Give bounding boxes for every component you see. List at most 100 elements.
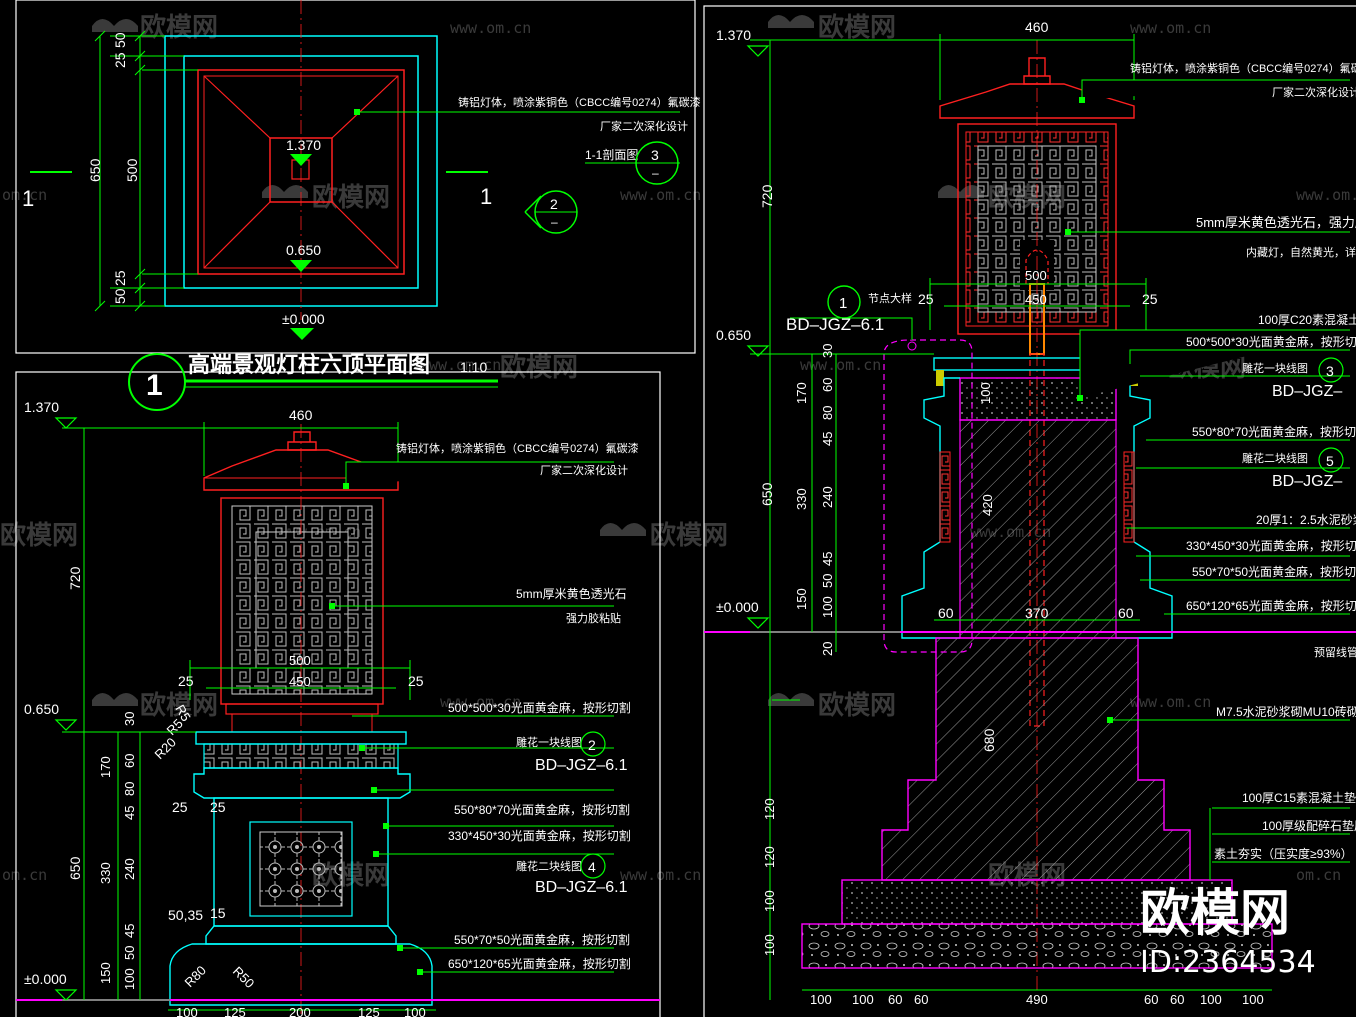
- sect-vdim-240: 240: [820, 486, 835, 508]
- plan-dim-500: 500: [124, 158, 140, 182]
- elevation-marker-icon: [290, 154, 312, 166]
- watermark-url: www.om.cn: [620, 866, 701, 884]
- sect-note-8: 雕花二块线图: [1242, 451, 1308, 465]
- sect-vdim-30: 30: [820, 344, 835, 358]
- sect-dim-450-label: 450: [1025, 292, 1047, 307]
- watermark-url-short: om.cn: [1296, 866, 1341, 884]
- sect-dim-460-label: 460: [1025, 19, 1049, 35]
- sect-bottom-dim-6: 60: [1144, 992, 1158, 1007]
- sect-dim-60b-label: 60: [1118, 605, 1134, 621]
- sect-vdim-lines: [750, 39, 940, 1000]
- leader-dot: [373, 851, 379, 857]
- sect-vdim-420: 420: [980, 494, 995, 516]
- elev-vdim-60: 60: [122, 754, 137, 768]
- sect-bottom-dim-4: 60: [914, 992, 928, 1007]
- elev-dim-25a-label: 25: [178, 673, 194, 689]
- sect-node-ref-code: BD–JGZ–6.1: [786, 315, 884, 334]
- plan-note-factory: 厂家二次深化设计: [600, 119, 688, 133]
- leader-dot: [329, 603, 335, 609]
- watermark-brand: 欧模网: [650, 520, 728, 551]
- sect-ref-3: [1318, 357, 1344, 383]
- elev-note-panel: 330*450*30光面黄金麻，按形切割: [448, 828, 631, 843]
- sect-ref-3-code: BD–JGZ–: [1272, 383, 1342, 400]
- sect-dim-60a-label: 60: [938, 605, 954, 621]
- watermark-url: www.om.cn: [440, 693, 521, 711]
- sect-roof: [939, 83, 1135, 119]
- elev-dim-25b-label: 25: [408, 673, 424, 689]
- watermark-url: www.om.cn: [1130, 19, 1211, 37]
- sect-vdim-120b: 120: [762, 846, 777, 868]
- sect-footing-gravel: [801, 923, 1273, 969]
- sect-note-5: 500*500*30光面黄金麻，按形切割: [1186, 334, 1356, 349]
- elev-vdim-100: 100: [122, 968, 137, 990]
- sect-level-top: 1.370: [716, 27, 751, 43]
- elev-bottom-dim-4: 125: [358, 1005, 380, 1017]
- brand-logo: 欧模网 ID:2364534: [1140, 884, 1316, 980]
- sect-dim-25a-label: 25: [918, 291, 934, 307]
- plan-callout-3-ref: –: [652, 166, 659, 180]
- leader-dot: [1065, 229, 1071, 235]
- elev-vdim-45b: 45: [122, 924, 137, 938]
- elev-note-lamp: 铸铝灯体，喷涂紫铜色（CBCC编号0274）氟碳漆: [396, 441, 639, 455]
- sect-leaders: [1068, 79, 1350, 880]
- sect-vdim-170: 170: [794, 382, 809, 404]
- sect-vdim-45b: 45: [820, 552, 835, 566]
- sect-note-14: M7.5水泥砂浆砌MU10砖砌体: [1216, 704, 1356, 719]
- elev-dim-460-label: 460: [289, 407, 313, 423]
- watermark-brand: 欧模网: [0, 520, 78, 551]
- sect-vdim-50: 50: [820, 574, 835, 588]
- plan-note-lamp: 铸铝灯体，喷涂紫铜色（CBCC编号0274）氟碳漆: [458, 95, 701, 109]
- elev-bottom-dim-5: 100: [404, 1005, 426, 1017]
- om-logo-icon: [92, 693, 138, 706]
- elevation-marker-icon: [54, 719, 78, 731]
- sect-bottom-dim-7: 60: [1170, 992, 1184, 1007]
- sect-note-0: 铸铝灯体，喷涂紫铜色（CBCC编号0274）氟碳漆: [1130, 61, 1356, 75]
- watermark-url: www.om.cn: [620, 186, 701, 204]
- elev-vdim-50: 50: [122, 946, 137, 960]
- sect-vdim-60: 60: [820, 378, 835, 392]
- sect-node-outline: [883, 339, 973, 653]
- leader-dot: [1079, 97, 1085, 103]
- sect-shell-left: [901, 377, 960, 639]
- sect-vdim-150: 150: [794, 588, 809, 610]
- watermark-url: www.om.cn: [1296, 186, 1356, 204]
- elev-dim-5035-label: 50,35: [168, 907, 203, 923]
- elev-dim-15-label: 15: [210, 905, 226, 921]
- elevation-view: 460 500 450 25 25 25 25 50,35 15 R5 R5 R…: [16, 399, 660, 1017]
- sect-note-9: 20厚1：2.5水泥砂浆: [1256, 512, 1356, 527]
- brand-logo-name: 欧模网: [1140, 884, 1290, 942]
- plan-callout-3-num: 3: [651, 147, 659, 163]
- plan-view: 50 25 650 500 25 50 1 1 1.370 0.650 ±0.0…: [22, 0, 701, 340]
- sect-note-12: 650*120*65光面黄金麻，按形切割: [1186, 598, 1356, 613]
- elevation-marker-icon: [290, 328, 314, 340]
- sect-vdim-100c: 100: [762, 890, 777, 912]
- elevation-marker-icon: [746, 617, 770, 629]
- elev-ref-4: [580, 853, 606, 879]
- watermark-brand: 欧模网: [818, 690, 896, 721]
- sect-note-2: 5mm厚米黄色透光石，强力胶粘贴: [1196, 215, 1356, 230]
- watermark-3: 欧模网: [262, 182, 390, 213]
- section-frame: [703, 5, 1356, 1017]
- plan-dim-25a: 25: [112, 52, 128, 68]
- sect-ref-5-code: BD–JGZ–: [1272, 473, 1342, 490]
- sect-core-upper: [959, 419, 1117, 639]
- elev-lantern-inner-pattern: [256, 532, 348, 668]
- sect-note-15: 100厚C15素混凝土垫层: [1242, 790, 1356, 805]
- watermark-brand: 欧模网: [818, 12, 896, 43]
- sect-ref-5: [1318, 447, 1344, 473]
- watermark-brand: 欧模网: [140, 690, 218, 721]
- plan-frame: [15, 0, 696, 354]
- sect-dim-500-450: [929, 278, 1147, 330]
- sect-vdim-120a: 120: [762, 798, 777, 820]
- leader-dot: [343, 483, 349, 489]
- sect-note-6: 雕花一块线图: [1242, 361, 1308, 375]
- watermark-1: 欧模网: [92, 12, 218, 43]
- elev-carved-panel-inner: [259, 831, 343, 907]
- elev-note-carve1: 雕花一块线图: [516, 735, 582, 749]
- plan-dim-25b: 25: [112, 270, 128, 286]
- om-logo-icon: [92, 19, 138, 32]
- leader-dot: [383, 823, 389, 829]
- section-view: 460 500 450 25 25 60 370 60 100 420 680 …: [704, 19, 1356, 1007]
- om-logo-icon: [600, 523, 646, 536]
- elev-cornice: [193, 767, 411, 799]
